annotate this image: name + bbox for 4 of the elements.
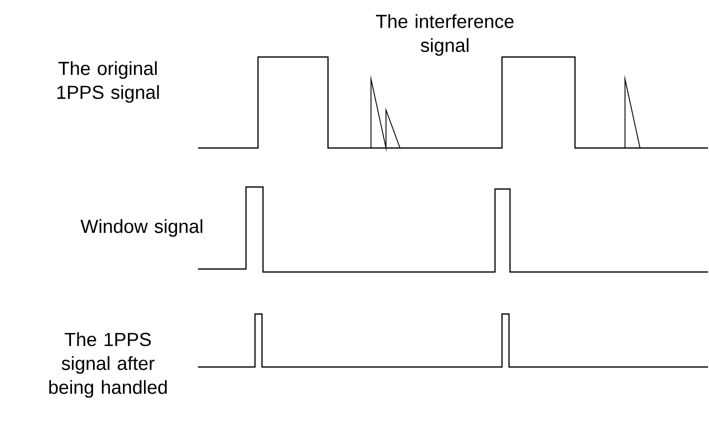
waveform-label: The interference signal bbox=[376, 14, 514, 56]
waveform-label: Window signal bbox=[80, 219, 202, 237]
waveform-label: The original 1PPS signal bbox=[57, 61, 159, 103]
waveform-label: The 1PPS signal after being handled bbox=[49, 332, 167, 398]
